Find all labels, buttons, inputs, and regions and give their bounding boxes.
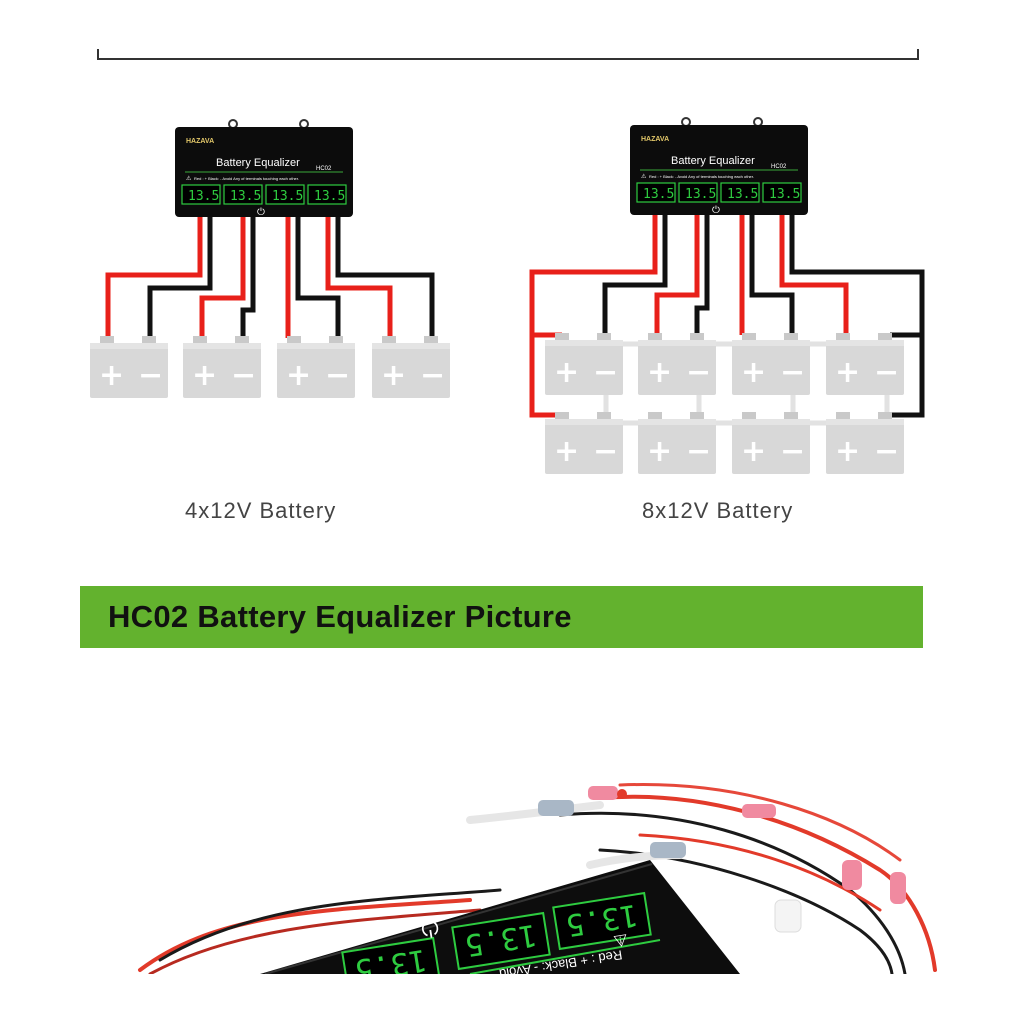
negative-terminal: − (325, 358, 350, 393)
wiring-diagram: HAZAVA Battery Equalizer HC02 ⚠ Red : + … (90, 117, 925, 474)
positive-terminal: + (647, 434, 672, 469)
negative-terminal: − (593, 434, 618, 469)
negative-terminal: − (874, 355, 899, 390)
series-links (603, 341, 890, 426)
negative-terminal: − (874, 434, 899, 469)
brand-logo: HAZAVA (186, 138, 214, 145)
photo-connectors (538, 786, 906, 933)
positive-terminal: + (835, 355, 860, 390)
warning-icon: ⚠ (186, 175, 192, 182)
equalizer-device-right: HAZAVA Battery Equalizer HC02 ⚠ Red : + … (630, 117, 808, 216)
voltage-reading: 13.5 (643, 187, 674, 202)
section-banner: HC02 Battery Equalizer Picture (80, 586, 923, 648)
photo-voltage-displays: 13.5 13.5 13.5 (341, 891, 652, 974)
power-icon: ⏻ (712, 205, 720, 216)
product-photo: 13.5 13.5 13.5 Red : + Black: - Avoid ⏻ … (138, 783, 937, 974)
positive-terminal: + (647, 355, 672, 390)
photo-power-icon: ⏻ (419, 914, 440, 941)
positive-terminal: + (192, 358, 217, 393)
voltage-reading: 13.5 (685, 187, 716, 202)
negative-terminal: − (231, 358, 256, 393)
negative-terminal: − (420, 358, 445, 393)
positive-terminal: + (835, 434, 860, 469)
voltage-reading: 13.5 (314, 189, 345, 204)
positive-terminal: + (741, 434, 766, 469)
negative-terminal: − (686, 434, 711, 469)
product-name: Battery Equalizer (216, 157, 300, 169)
negative-terminal: − (780, 434, 805, 469)
voltage-displays: 13.5 13.5 13.5 13.5 (636, 182, 802, 203)
voltage-reading: 13.5 (769, 187, 800, 202)
positive-terminal: + (286, 358, 311, 393)
battery-terminal-labels-right: + − + − + − + − + − + − + − + − (554, 355, 899, 469)
positive-terminal: + (741, 355, 766, 390)
negative-terminal: − (593, 355, 618, 390)
voltage-reading: 13.5 (727, 187, 758, 202)
section-bracket (97, 49, 919, 60)
warning-text: Red : + Black: - Avoid Any of terminals … (194, 176, 299, 181)
positive-terminal: + (381, 358, 406, 393)
caption-4x12v: 4x12V Battery (185, 498, 337, 523)
caption-8x12v: 8x12V Battery (642, 498, 794, 523)
battery-terminal-labels-left: + − + − + − + − (99, 358, 445, 393)
equalizer-device-left: HAZAVA Battery Equalizer HC02 ⚠ Red : + … (175, 119, 353, 218)
photo-device: 13.5 13.5 13.5 Red : + Black: - Avoid ⏻ … (260, 860, 740, 974)
voltage-reading: 13.5 (188, 189, 219, 204)
photo-warning-icon: ⚠ (612, 930, 629, 951)
negative-terminal: − (686, 355, 711, 390)
warning-text: Red : + Black: - Avoid Any of terminals … (649, 174, 754, 179)
voltage-reading: 13.5 (272, 189, 303, 204)
negative-terminal: − (138, 358, 163, 393)
voltage-displays: 13.5 13.5 13.5 13.5 (181, 184, 347, 205)
brand-logo: HAZAVA (641, 136, 669, 143)
positive-terminal: + (554, 434, 579, 469)
positive-terminal: + (99, 358, 124, 393)
voltage-reading: 13.5 (230, 189, 261, 204)
model-label: HC02 (316, 166, 332, 172)
wires-right (529, 215, 925, 418)
model-label: HC02 (771, 164, 787, 170)
warning-icon: ⚠ (641, 173, 647, 180)
product-name: Battery Equalizer (671, 155, 755, 167)
positive-terminal: + (554, 355, 579, 390)
negative-terminal: − (780, 355, 805, 390)
banner-title: HC02 Battery Equalizer Picture (108, 599, 572, 634)
wires-left (105, 217, 435, 338)
power-icon: ⏻ (257, 207, 265, 218)
